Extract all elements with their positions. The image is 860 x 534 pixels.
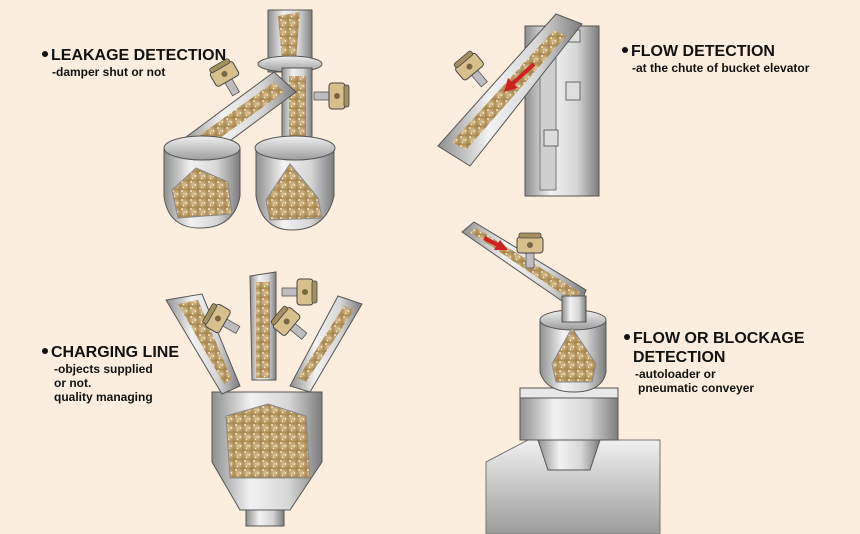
blockage-illustration bbox=[461, 221, 661, 534]
sensor-icon bbox=[451, 48, 495, 94]
sensor-icon bbox=[281, 278, 318, 306]
leakage-illustration bbox=[163, 9, 350, 231]
bullet-icon bbox=[42, 50, 48, 57]
charging-illustration bbox=[165, 271, 363, 527]
blockage-title-1: FLOW OR BLOCKAGE bbox=[633, 330, 805, 347]
blockage-sub-2: pneumatic conveyer bbox=[638, 381, 755, 395]
bullet-icon bbox=[42, 347, 48, 354]
charging-sub-1: -objects supplied bbox=[54, 362, 153, 376]
flow-label-group: FLOW DETECTION -at the chute of bucket e… bbox=[622, 42, 809, 75]
charging-sub-3: quality managing bbox=[54, 390, 153, 404]
flow-illustration bbox=[437, 13, 600, 197]
blockage-sub-1: -autoloader or bbox=[635, 367, 716, 381]
sensor-icon bbox=[313, 82, 350, 110]
leakage-title: LEAKAGE DETECTION bbox=[51, 47, 227, 64]
bullet-icon bbox=[624, 333, 630, 340]
bullet-icon bbox=[622, 46, 628, 53]
flow-arrow-icon bbox=[483, 236, 508, 250]
blockage-title-2: DETECTION bbox=[633, 349, 726, 366]
flow-arrow-icon bbox=[504, 62, 536, 92]
charging-label-group: CHARGING LINE -objects supplied or not. … bbox=[42, 343, 179, 404]
blockage-label-group: FLOW OR BLOCKAGE DETECTION -autoloader o… bbox=[624, 329, 805, 395]
charging-sub-2: or not. bbox=[54, 376, 92, 390]
flow-title: FLOW DETECTION bbox=[631, 43, 775, 60]
charging-title: CHARGING LINE bbox=[51, 344, 179, 361]
flow-sub: -at the chute of bucket elevator bbox=[632, 61, 810, 75]
leakage-label-group: LEAKAGE DETECTION -damper shut or not bbox=[42, 46, 226, 79]
leakage-sub: -damper shut or not bbox=[52, 65, 166, 79]
